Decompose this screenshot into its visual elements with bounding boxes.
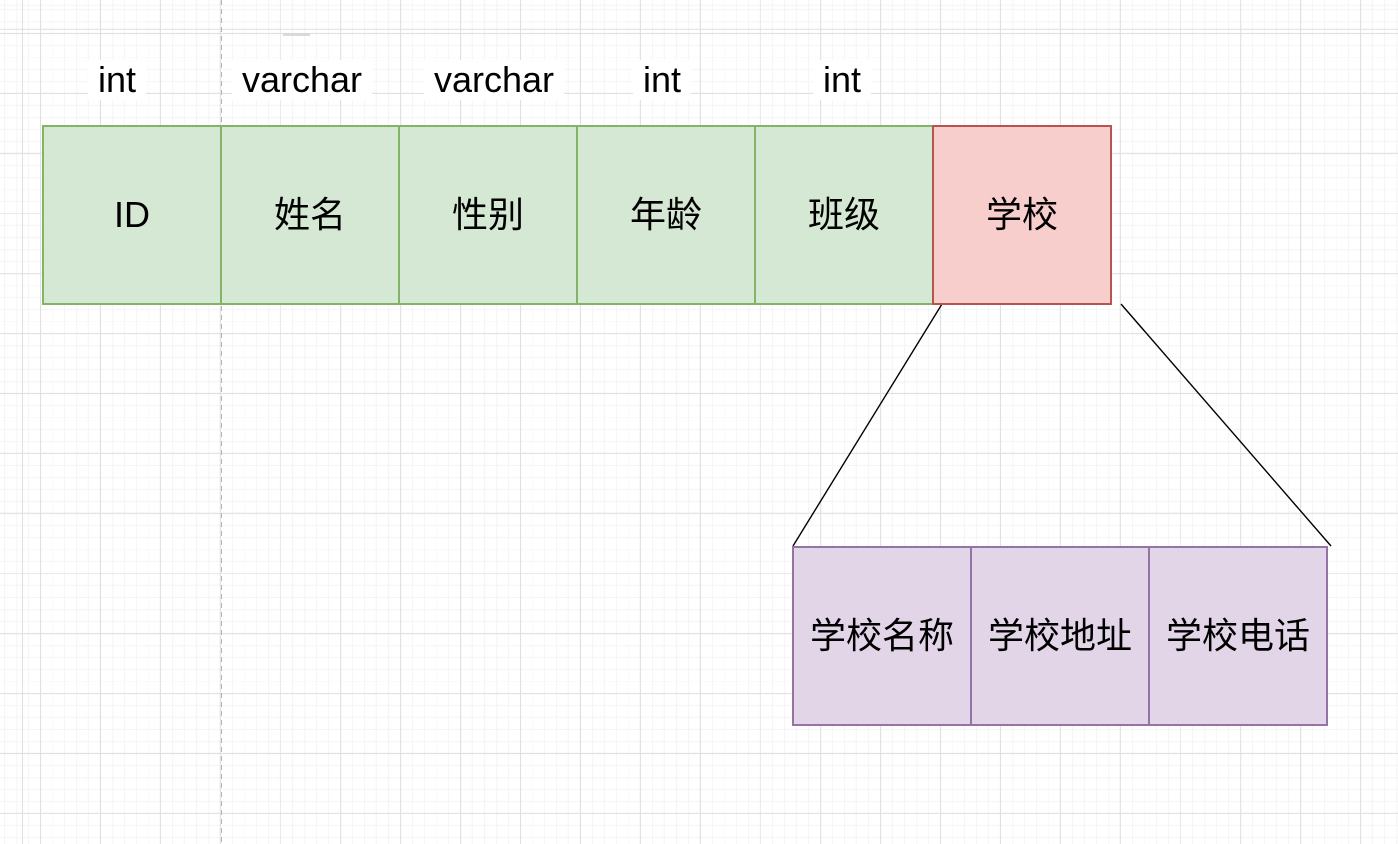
decompose-connector-right[interactable] <box>1120 303 1332 547</box>
cell-id-label: ID <box>114 194 150 235</box>
student-table-row: ID 姓名 性别 年龄 班级 学校 <box>42 125 1112 305</box>
school-subtable-row: 学校名称 学校地址 学校电话 <box>792 546 1328 726</box>
cell-name-label: 姓名 <box>273 194 346 235</box>
cell-id[interactable]: ID <box>42 125 222 305</box>
type-label-gender[interactable]: varchar <box>423 60 565 100</box>
type-label-name[interactable]: varchar <box>231 60 373 100</box>
cell-school-name-label: 学校名称 <box>809 615 954 656</box>
type-label-class[interactable]: int <box>812 60 872 100</box>
cell-gender[interactable]: 性别 <box>398 125 578 305</box>
cell-class-label: 班级 <box>807 194 880 235</box>
cell-age-label: 年龄 <box>629 194 702 235</box>
cell-school-address[interactable]: 学校地址 <box>970 546 1150 726</box>
cell-school-label: 学校 <box>985 194 1058 235</box>
cell-school-highlighted[interactable]: 学校 <box>932 125 1112 305</box>
cell-school-phone[interactable]: 学校电话 <box>1148 546 1328 726</box>
cell-class[interactable]: 班级 <box>754 125 934 305</box>
type-label-id[interactable]: int <box>87 60 147 100</box>
cell-name[interactable]: 姓名 <box>220 125 400 305</box>
cell-gender-label: 性别 <box>451 194 524 235</box>
canvas-artifact-line <box>283 33 310 36</box>
type-label-age[interactable]: int <box>632 60 692 100</box>
cell-age[interactable]: 年龄 <box>576 125 756 305</box>
cell-school-address-label: 学校地址 <box>987 615 1132 656</box>
cell-school-name[interactable]: 学校名称 <box>792 546 972 726</box>
cell-school-phone-label: 学校电话 <box>1165 615 1310 656</box>
decompose-connector-left[interactable] <box>792 303 943 547</box>
